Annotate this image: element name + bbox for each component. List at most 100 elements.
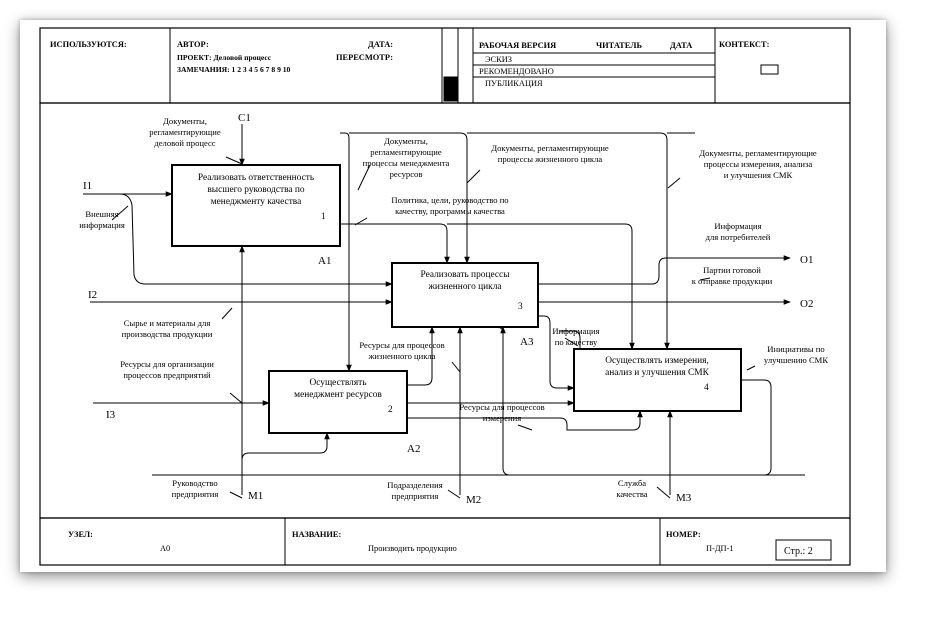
- arrow-policy-a3: [340, 223, 450, 264]
- label-m3-desc: Служба: [618, 478, 646, 488]
- context-box-icon: [760, 64, 779, 75]
- svg-text:Реализовать ответственность: Реализовать ответственность: [198, 173, 314, 183]
- box-id-a2: A2: [407, 443, 420, 455]
- svg-text:измерения: измерения: [483, 413, 521, 423]
- reader-date-label: ДАТА: [670, 41, 692, 50]
- footer-block: [39, 517, 851, 566]
- notes-label: ЗАМЕЧАНИЯ: 1 2 3 4 5 6 7 8 9 10: [177, 65, 291, 74]
- svg-text:4: 4: [704, 383, 709, 393]
- svg-text:деловой процесс: деловой процесс: [154, 138, 215, 148]
- arrow-res-measure-2: [407, 410, 643, 431]
- svg-text:Осуществлять: Осуществлять: [309, 378, 366, 388]
- svg-text:производства продукции: производства продукции: [122, 329, 213, 339]
- svg-text:высшего руководства по: высшего руководства по: [207, 185, 305, 195]
- arrow-labels: C1 Документы, регламентирующие деловой п…: [79, 112, 828, 506]
- page-number: Стр.: 2: [784, 546, 813, 557]
- arrow-info-quality: [538, 315, 575, 391]
- title-label: НАЗВАНИЕ:: [292, 530, 341, 539]
- diagram-sheet: ИСПОЛЬЗУЮТСЯ: АВТОР: ПРОЕКТ: Деловой про…: [20, 20, 886, 572]
- project-label: ПРОЕКТ: Деловой процесс: [177, 53, 272, 62]
- svg-text:регламентирующие: регламентирующие: [370, 147, 442, 157]
- label-m2: M2: [466, 494, 481, 506]
- label-info-quality: Информация: [552, 326, 599, 336]
- svg-text:улучшению СМК: улучшению СМК: [764, 355, 828, 365]
- svg-text:менеджмент ресурсов: менеджмент ресурсов: [294, 390, 382, 400]
- label-m1: M1: [248, 490, 263, 502]
- recommended-label: РЕКОМЕНДОВАНО: [479, 67, 554, 76]
- label-o1: O1: [800, 254, 813, 266]
- working-version-label: РАБОЧАЯ ВЕРСИЯ: [479, 41, 556, 50]
- label-docs-resmgmt: Документы,: [384, 136, 428, 146]
- svg-text:менеджменту качества: менеджменту качества: [211, 197, 302, 207]
- arrow-m1-a2: [241, 432, 330, 461]
- svg-text:Осуществлять измерения,: Осуществлять измерения,: [605, 356, 709, 366]
- context-label: КОНТЕКСТ:: [719, 40, 770, 49]
- svg-text:к отправке продукции: к отправке продукции: [692, 276, 773, 286]
- activity-box-a3: Реализовать процессы жизненного цикла 3 …: [391, 262, 539, 348]
- svg-text:1: 1: [321, 212, 326, 222]
- idef0-diagram: ИСПОЛЬЗУЮТСЯ: АВТОР: ПРОЕКТ: Деловой про…: [39, 27, 851, 566]
- svg-text:регламентирующие: регламентирующие: [149, 127, 221, 137]
- node-value: A0: [160, 544, 170, 553]
- svg-text:информация: информация: [79, 220, 125, 230]
- svg-text:для потребителей: для потребителей: [706, 232, 771, 242]
- svg-text:процессы жизненного цикла: процессы жизненного цикла: [498, 154, 603, 164]
- label-m2-desc: Подразделения: [387, 480, 442, 490]
- svg-text:процессы измерения, анализа: процессы измерения, анализа: [704, 159, 813, 169]
- draft-label: ЭСКИЗ: [485, 55, 512, 64]
- reader-label: ЧИТАТЕЛЬ: [596, 41, 642, 50]
- number-label: НОМЕР:: [666, 530, 701, 539]
- svg-text:ресурсов: ресурсов: [390, 169, 423, 179]
- arrow-docs-measure: [467, 132, 670, 350]
- label-policy: Политика, цели, руководство по: [391, 195, 508, 205]
- label-res-measure: Ресурсы для процессов: [459, 402, 544, 412]
- svg-text:и улучшения СМК: и улучшения СМК: [724, 170, 793, 180]
- label-ext-info: Внешняя: [85, 209, 118, 219]
- used-in-label: ИСПОЛЬЗУЮТСЯ:: [50, 40, 127, 49]
- arrow-docs-lifecycle: [349, 132, 470, 264]
- label-docs-lifecycle: Документы, регламентирующие: [491, 143, 609, 153]
- svg-text:процессов предприятий: процессов предприятий: [123, 370, 211, 380]
- arrow-lines: [83, 124, 805, 499]
- label-info-consumers: Информация: [714, 221, 761, 231]
- activity-box-a1: Реализовать ответственность высшего руко…: [171, 164, 341, 267]
- label-o2: O2: [800, 298, 813, 310]
- arrow-i1-a3: [119, 193, 393, 287]
- label-docs-measure: Документы, регламентирующие: [699, 148, 817, 158]
- publication-marker: [443, 76, 458, 102]
- author-label: АВТОР:: [177, 40, 209, 49]
- svg-text:по качеству: по качеству: [555, 337, 598, 347]
- svg-text:качеству, программы качества: качеству, программы качества: [395, 206, 505, 216]
- svg-text:предприятия: предприятия: [392, 491, 439, 501]
- date-label: ДАТА:: [368, 40, 393, 49]
- number-value: П-ДП-1: [706, 544, 734, 553]
- node-label: УЗЕЛ:: [68, 530, 93, 539]
- label-products: Партии готовой: [703, 265, 761, 275]
- svg-text:жизненного цикла: жизненного цикла: [367, 351, 435, 361]
- svg-text:жизненного цикла: жизненного цикла: [427, 282, 502, 292]
- arrow-docs-resmgmt: [340, 132, 352, 372]
- label-i1: I1: [83, 180, 92, 192]
- publication-label: ПУБЛИКАЦИЯ: [485, 79, 543, 88]
- label-res-lifecycle: Ресурсы для процессов: [359, 340, 444, 350]
- svg-text:3: 3: [518, 302, 523, 312]
- activity-box-a2: Осуществлять менеджмент ресурсов 2 A2: [268, 370, 420, 455]
- arrow-res-lifecycle: [407, 326, 435, 386]
- box-id-a3: A3: [520, 336, 534, 348]
- svg-text:Реализовать процессы: Реализовать процессы: [420, 270, 510, 280]
- label-docs-business: Документы,: [163, 116, 207, 126]
- arrow-policy-a4: [447, 223, 635, 350]
- label-i3: I3: [106, 409, 116, 421]
- svg-text:анализ и улучшения СМК: анализ и улучшения СМК: [605, 368, 710, 378]
- box-id-a1: A1: [318, 255, 331, 267]
- activity-box-a4: Осуществлять измерения, анализ и улучшен…: [573, 348, 742, 412]
- label-m1-desc: Руководство: [172, 478, 217, 488]
- svg-text:предприятия: предприятия: [172, 489, 219, 499]
- label-initiatives: Инициативы по: [767, 344, 824, 354]
- page-box: [775, 539, 832, 561]
- label-i2: I2: [88, 289, 97, 301]
- label-raw: Сырье и материалы для: [124, 318, 211, 328]
- revision-label: ПЕРЕСМОТР:: [336, 53, 393, 62]
- label-m3: M3: [676, 492, 692, 504]
- svg-text:процессы менеджмента: процессы менеджмента: [363, 158, 450, 168]
